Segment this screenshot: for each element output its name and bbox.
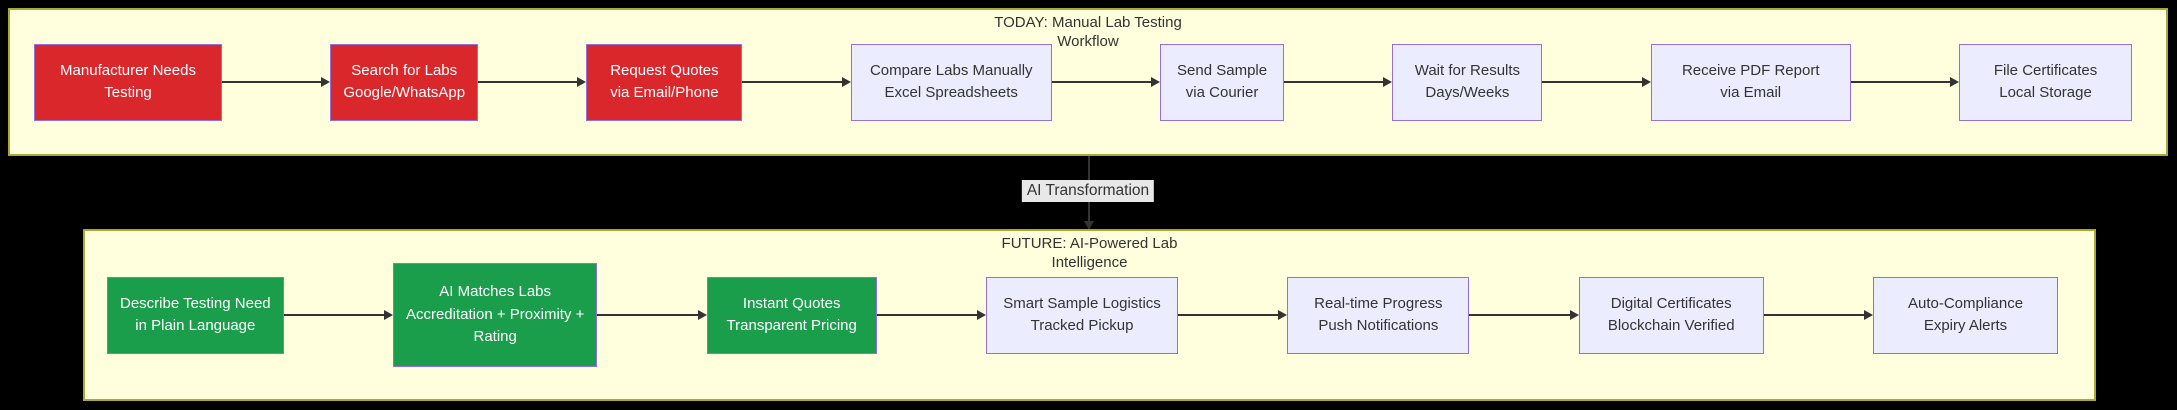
node-label-line: Manufacturer Needs	[60, 61, 196, 79]
node-label-line: Blockchain Verified	[1607, 317, 1735, 334]
node-label-line: Compare Labs Manually	[869, 61, 1033, 79]
node-label-line: Real-time Progress	[1314, 294, 1443, 312]
node-label-line: Push Notifications	[1318, 317, 1439, 334]
node-label-line: Transparent Pricing	[726, 317, 857, 334]
cluster-future-title: FUTURE: AI-Powered Lab Intelligence	[85, 235, 2094, 273]
node-label-line: via Courier	[1185, 84, 1259, 101]
cluster-title-line: TODAY: Manual Lab Testing	[994, 14, 1182, 31]
node-send-sample: Send Sample via Courier	[1160, 43, 1285, 121]
node-label-line: Digital Certificates	[1610, 294, 1732, 312]
ai-transformation-edge-label: AI Transformation	[1021, 180, 1155, 202]
node-manufacturer-needs-testing: Manufacturer Needs Testing	[34, 43, 222, 121]
node-ai-matches-labs: AI Matches Labs Accreditation + Proximit…	[392, 263, 598, 367]
arrow-right-icon	[222, 77, 331, 87]
node-describe-testing-need: Describe Testing Need in Plain Language	[107, 276, 284, 354]
cluster-title-line: Workflow	[1057, 32, 1119, 50]
cluster-future: FUTURE: AI-Powered Lab Intelligence Desc…	[83, 229, 2096, 401]
arrow-right-icon	[742, 77, 852, 87]
node-label-line: File Certificates	[1993, 61, 2098, 79]
arrow-right-icon	[283, 310, 394, 320]
today-flow-row: Manufacturer Needs Testing Search for La…	[34, 10, 2133, 154]
node-label-line: Rating	[473, 328, 517, 346]
arrow-right-icon	[597, 310, 708, 320]
node-label-line: via Email/Phone	[610, 84, 719, 101]
arrow-right-icon	[1051, 77, 1161, 87]
node-file-certificates: File Certificates Local Storage	[1959, 43, 2133, 121]
node-label-line: Receive PDF Report	[1681, 61, 1820, 79]
node-label-line: Describe Testing Need	[120, 294, 271, 312]
node-label-line: Testing	[104, 84, 152, 101]
node-label-line: Excel Spreadsheets	[884, 84, 1018, 101]
node-wait-for-results: Wait for Results Days/Weeks	[1392, 43, 1543, 121]
node-compare-labs-manually: Compare Labs Manually Excel Spreadsheets	[850, 43, 1052, 121]
arrow-right-icon	[478, 77, 587, 87]
node-label-line: AI Matches Labs	[439, 283, 552, 301]
node-label-line: Auto-Compliance	[1907, 294, 2024, 312]
node-auto-compliance: Auto-Compliance Expiry Alerts	[1873, 276, 2059, 354]
node-label-line: in Plain Language	[135, 317, 256, 334]
node-label-line: Instant Quotes	[742, 294, 841, 312]
node-request-quotes: Request Quotes via Email/Phone	[586, 43, 743, 121]
node-label-line: via Email	[1720, 84, 1782, 101]
node-label-line: Request Quotes	[610, 61, 719, 79]
node-digital-certificates: Digital Certificates Blockchain Verified	[1578, 276, 1764, 354]
node-label-line: Tracked Pickup	[1030, 317, 1134, 334]
arrow-right-icon	[1763, 310, 1874, 320]
node-smart-sample-logistics: Smart Sample Logistics Tracked Pickup	[986, 276, 1179, 354]
node-label-line: Expiry Alerts	[1923, 317, 2008, 334]
arrow-right-icon	[1284, 77, 1393, 87]
future-flow-row: Describe Testing Need in Plain Language …	[107, 231, 2059, 399]
arrow-right-icon	[876, 310, 987, 320]
node-label-line: Search for Labs	[351, 61, 458, 79]
node-label-line: Google/WhatsApp	[343, 84, 466, 101]
node-label-line: Send Sample	[1177, 61, 1268, 79]
node-label-line: Smart Sample Logistics	[1003, 294, 1161, 312]
node-realtime-progress: Real-time Progress Push Notifications	[1287, 276, 1470, 354]
node-label-line: Wait for Results	[1414, 61, 1521, 79]
node-label-line: Accreditation + Proximity +	[405, 305, 585, 323]
cluster-title-line: Intelligence	[1051, 253, 1128, 271]
node-search-for-labs: Search for Labs Google/WhatsApp	[330, 43, 479, 121]
arrow-right-icon	[1542, 77, 1652, 87]
node-label-line: Days/Weeks	[1425, 84, 1510, 101]
cluster-title-line: FUTURE: AI-Powered Lab	[1001, 235, 1178, 252]
node-instant-quotes: Instant Quotes Transparent Pricing	[706, 276, 877, 354]
node-receive-pdf-report: Receive PDF Report via Email	[1650, 43, 1851, 121]
cluster-today-title: TODAY: Manual Lab Testing Workflow	[10, 14, 2166, 52]
arrow-right-icon	[1850, 77, 1960, 87]
node-label-line: Local Storage	[1999, 84, 2092, 101]
arrow-right-icon	[1178, 310, 1288, 320]
arrow-right-icon	[1469, 310, 1580, 320]
cluster-today: TODAY: Manual Lab Testing Workflow Manuf…	[8, 8, 2168, 156]
